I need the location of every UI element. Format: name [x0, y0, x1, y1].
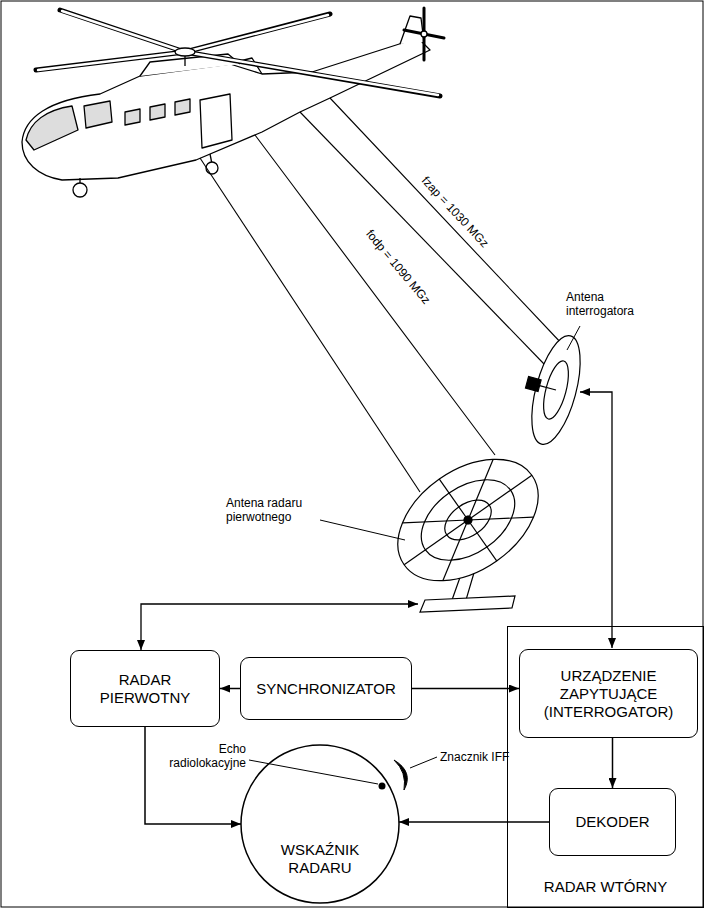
connector-arrow	[399, 821, 549, 823]
wheel	[206, 162, 218, 174]
window	[84, 101, 112, 128]
primary-antenna	[448, 460, 513, 520]
primary-antenna	[439, 479, 468, 520]
connector-arrow	[612, 738, 614, 788]
radio-beams	[200, 158, 420, 492]
primary-antenna	[468, 520, 497, 561]
dish-ring	[539, 358, 574, 421]
frequency-label: fzap = 1030 MGz	[417, 172, 493, 252]
cockpit-glass	[26, 106, 78, 150]
frequency-label: fodp = 1090 MGz	[362, 225, 435, 308]
interrogator-antenna	[513, 328, 590, 449]
radar-display: WSKAŹNIK RADARU	[240, 744, 400, 904]
main-rotor	[36, 10, 440, 96]
main-rotor	[185, 52, 440, 96]
node-text: SYNCHRONIZATOR	[256, 680, 395, 698]
radar-echo	[379, 783, 386, 790]
door	[200, 94, 232, 148]
part-label: Antena radaru pierwotnego	[226, 496, 318, 525]
connector-arrow	[412, 688, 519, 690]
feed-horn	[525, 376, 541, 391]
main-rotor	[38, 11, 438, 95]
process-box: RADAR PIERWOTNY	[70, 650, 220, 727]
helicopter	[22, 8, 444, 197]
process-box: SYNCHRONIZATOR	[240, 657, 412, 720]
antenna-base	[420, 596, 515, 612]
antenna-feed-line	[580, 392, 612, 648]
dish-reflector	[522, 331, 590, 450]
primary-antenna	[375, 434, 560, 612]
display-outline	[241, 745, 399, 903]
rotor-hub	[175, 48, 195, 56]
process-box: DEKODER	[549, 788, 676, 856]
feed-horn	[462, 514, 473, 525]
main-rotor	[60, 10, 185, 52]
iff-mark	[394, 760, 407, 790]
radio-beams	[330, 98, 563, 345]
antenna-feed-line	[141, 604, 418, 650]
node-text: URZĄDZENIE ZAPYTUJĄCE (INTERROGATOR)	[530, 667, 687, 721]
leader-lines	[320, 520, 405, 540]
tail-rotor-hub	[421, 31, 427, 37]
group-box: RADAR WTÓRNY URZĄDZENIE ZAPYTUJĄCE (INTER…	[507, 626, 704, 908]
interrogator-antenna	[513, 328, 590, 449]
main-rotor	[185, 14, 330, 52]
radio-beams	[255, 135, 495, 455]
wheel	[73, 183, 87, 197]
node-text: RADAR WTÓRNY	[544, 878, 667, 895]
tail-rotor	[404, 8, 444, 60]
window	[125, 109, 140, 125]
leader-lines	[567, 326, 580, 350]
leader-lines	[410, 757, 437, 768]
primary-antenna	[423, 520, 488, 580]
main-rotor	[185, 15, 328, 52]
main-rotor	[38, 52, 185, 70]
main-rotor	[185, 52, 438, 95]
node-text: RADAR PIERWOTNY	[81, 671, 209, 707]
connector-arrow	[220, 688, 240, 690]
radio-beams	[300, 112, 545, 365]
tail-rotor	[404, 30, 444, 38]
dish-reflector	[375, 434, 560, 605]
node-text: DEKODER	[575, 813, 649, 831]
display-outline	[240, 744, 400, 904]
interrogator-antenna	[539, 385, 556, 390]
window	[175, 99, 190, 115]
dish-ring	[438, 492, 499, 548]
window	[150, 104, 165, 120]
process-box: URZĄDZENIE ZAPYTUJĄCE (INTERROGATOR)	[519, 649, 698, 738]
dish-ring	[406, 463, 529, 577]
main-rotor	[62, 11, 185, 52]
part-label: Znacznik IFF	[440, 750, 540, 764]
part-label: Antena interrogatora	[566, 290, 656, 319]
main-rotor	[36, 10, 440, 96]
node-text: WSKAŹNIK RADARU	[270, 841, 370, 877]
connector-arrow	[145, 727, 241, 824]
primary-antenna	[375, 434, 560, 605]
primary-antenna	[403, 491, 468, 551]
part-label: Echo radiolokacyjne	[150, 742, 246, 771]
main-rotor	[36, 52, 185, 70]
leader-lines	[249, 326, 580, 784]
radio-beams	[200, 98, 563, 492]
